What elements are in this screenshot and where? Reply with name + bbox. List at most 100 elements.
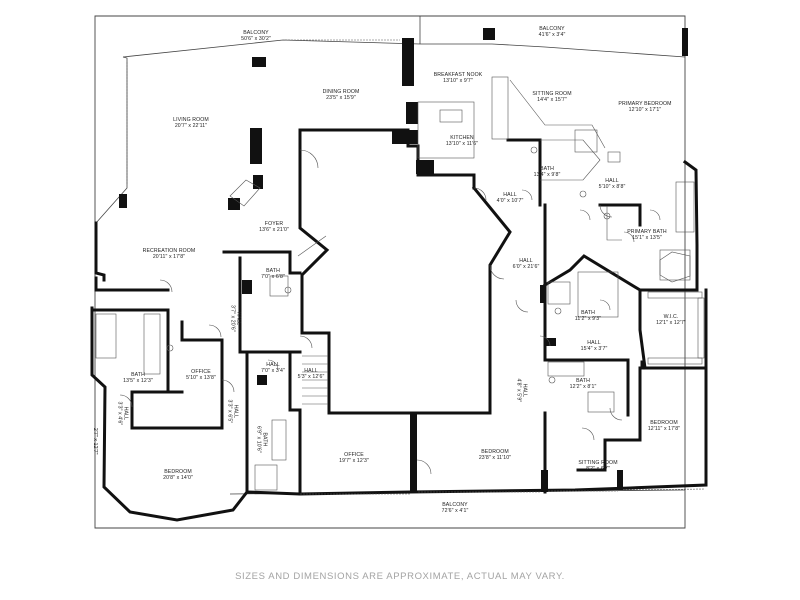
door [599, 299, 611, 311]
room-dims: 7'0" x 3'4" [261, 368, 285, 375]
bedroom-right-top [576, 366, 642, 472]
column [416, 160, 434, 174]
column [252, 57, 266, 67]
shower [587, 391, 615, 413]
column [242, 280, 252, 294]
room-name: SITTING ROOM [532, 91, 572, 97]
vanity [271, 419, 287, 461]
room-name: BATH [540, 166, 554, 172]
room-name: BATH [261, 432, 268, 447]
door [416, 459, 432, 475]
living-wall-west [94, 221, 106, 282]
door [299, 335, 313, 349]
room-dims: 14'4" x 15'7" [537, 97, 567, 104]
column [250, 128, 262, 164]
column [402, 38, 414, 86]
room-name: BATH [131, 372, 145, 378]
room-name: HALL [235, 311, 242, 326]
exterior-wall-ne [638, 159, 699, 292]
door [221, 379, 235, 393]
room-dims: 20'7" x 22'11" [174, 123, 208, 130]
room-name: W.I.C. [663, 314, 679, 320]
tub [659, 249, 691, 281]
room-name: DINING ROOM [322, 89, 360, 95]
room-dims: 13'10" x 9'7" [443, 78, 473, 85]
column [410, 413, 417, 493]
room-label-closet-vertical: 2'7" x 12'7" [92, 428, 98, 455]
door [299, 149, 319, 169]
column [617, 470, 623, 490]
room-name: BATH [581, 310, 595, 316]
column [541, 470, 548, 492]
room-name: RECREATION ROOM [142, 248, 196, 254]
room-name: OFFICE [344, 452, 364, 458]
vanity [547, 361, 585, 377]
room-name: HALL [266, 362, 280, 368]
column [682, 28, 688, 56]
vanity [577, 271, 619, 318]
door [539, 335, 551, 347]
room-name: HALL [587, 340, 601, 346]
room-name: HALL [605, 178, 619, 184]
room-dims: 12'10" x 17'1" [628, 107, 662, 114]
toilet [579, 190, 587, 198]
door [609, 407, 623, 421]
room-dims: 20'11" x 17'8" [152, 254, 186, 261]
bath-left-wall [90, 308, 170, 394]
door [515, 299, 529, 313]
tub [95, 313, 117, 359]
foyer-wall [298, 128, 492, 415]
room-dims: 12'1" x 12'7" [656, 320, 686, 327]
door [473, 187, 487, 201]
room-dims: 6'0" x 21'6" [512, 264, 540, 271]
vanity [269, 275, 289, 297]
room-name: HALL [122, 406, 129, 421]
room-dims: 23'8" x 11'10" [478, 455, 512, 462]
room-name: BATH [266, 268, 280, 274]
bath-foyer [222, 250, 302, 275]
room-dims: 20'8" x 14'0" [163, 475, 193, 482]
column [119, 194, 127, 208]
recreation-bottom [94, 276, 170, 292]
room-name: HALL [232, 404, 239, 419]
room-name: KITCHEN [450, 135, 474, 141]
toilet [284, 286, 292, 294]
room-name: PRIMARY BATH [627, 229, 667, 235]
room-dims: 15'4" x 3'7" [580, 346, 608, 353]
stairs [302, 355, 328, 405]
door [119, 394, 133, 408]
vanity [607, 151, 621, 163]
door [267, 359, 279, 371]
room-dims: 13'5" x 12'3" [123, 378, 153, 385]
room-dims: 19'7" x 12'3" [339, 458, 369, 465]
window [300, 488, 706, 495]
hall-vert-left [238, 256, 302, 354]
room-name: HALL [521, 383, 528, 398]
room-name: LIVING ROOM [173, 117, 209, 123]
room-name: BALCONY [539, 26, 565, 32]
kitchen-counter [417, 101, 475, 159]
door [208, 324, 222, 338]
room-dims: 3'3" x 6'5" [226, 399, 232, 424]
room-dims: 8'2" x 6'7" [586, 466, 610, 473]
